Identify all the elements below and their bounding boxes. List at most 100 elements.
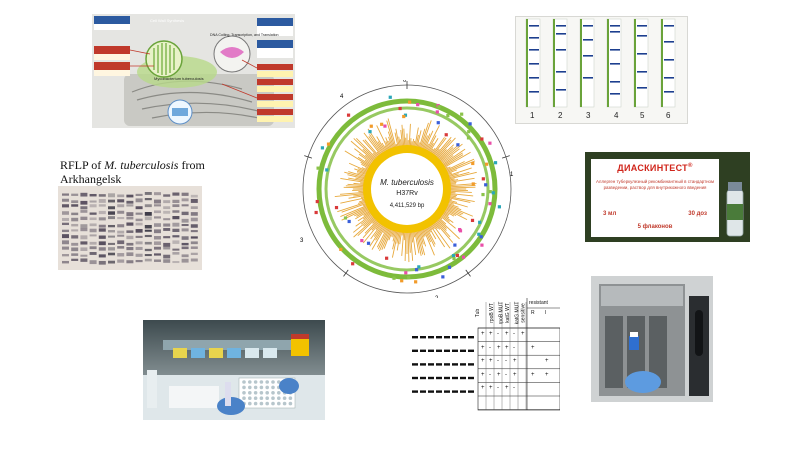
rflp-band <box>181 242 189 246</box>
rflp-band <box>108 193 115 198</box>
rflp-band <box>172 192 180 196</box>
rflp-band <box>190 230 198 233</box>
rflp-band <box>144 212 152 216</box>
genome-tick-3: 3 <box>300 238 304 244</box>
rflp-band <box>71 242 79 246</box>
rflp-band <box>108 235 115 238</box>
genome-feature-marker <box>447 265 452 269</box>
genome-feature-marker <box>402 114 406 119</box>
rflp-band <box>89 246 97 250</box>
genome-feature-marker <box>478 220 482 224</box>
genome-feature-marker <box>481 177 485 181</box>
genome-feature-marker <box>471 182 475 186</box>
genome-gc-spike <box>347 183 366 187</box>
genome-gc-spike <box>369 223 385 247</box>
genome-gc-spike <box>426 135 437 153</box>
genome-feature-marker <box>455 253 460 258</box>
table-cell: + <box>505 344 509 351</box>
rflp-caption-prefix: RFLP of <box>60 158 105 172</box>
rflp-band <box>62 254 69 257</box>
rflp-band <box>172 235 180 238</box>
genome-gc-spike <box>339 191 366 195</box>
table-bar <box>420 336 426 339</box>
genome-gc-spike <box>420 120 432 150</box>
rflp-band <box>71 253 79 256</box>
genome-gc-spike <box>376 226 389 248</box>
genome-gc-spike <box>418 229 424 245</box>
rflp-band <box>172 252 180 255</box>
table-bar <box>444 376 450 380</box>
rflp-band <box>154 223 161 227</box>
genome-gc-spike <box>343 186 366 189</box>
genome-gc-spike <box>387 118 397 149</box>
rflp-band <box>89 217 97 221</box>
genome-gc-spike <box>381 227 392 251</box>
table-bar <box>428 376 434 380</box>
genome-gc-spike <box>348 171 367 178</box>
genome-gc-spike <box>425 125 440 152</box>
genome-gc-spike <box>354 168 368 175</box>
genome-gc-spike <box>447 200 468 208</box>
genome-gc-spike <box>401 230 405 256</box>
genome-gc-spike <box>416 130 422 149</box>
gel-band <box>610 49 620 51</box>
table-bar <box>460 336 466 339</box>
genome-gc-spike <box>443 209 455 217</box>
genome-gc-spike <box>441 148 466 166</box>
genome-gc-spike <box>383 228 393 249</box>
table-cell: + <box>481 371 485 378</box>
plate-well <box>277 396 281 400</box>
genome-gc-spike <box>446 203 462 211</box>
genome-gc-spike <box>355 209 371 220</box>
table-bar <box>452 376 458 380</box>
genome-gc-spike <box>404 230 407 262</box>
rflp-band <box>80 247 88 251</box>
genome-feature-marker <box>380 122 384 126</box>
genome-gc-spike <box>395 128 400 148</box>
rflp-band <box>89 252 97 255</box>
genome-gc-spike <box>428 138 439 154</box>
table-resistant-cell: + <box>545 358 549 365</box>
genome-gc-spike <box>353 215 375 233</box>
rflp-band <box>126 252 134 257</box>
table-bar <box>436 336 442 339</box>
rflp-band <box>80 200 88 205</box>
gel-strip-edge <box>607 19 609 107</box>
genexpert-machine-photo <box>591 276 713 402</box>
table-cell: - <box>489 371 491 378</box>
rflp-band <box>62 193 69 196</box>
rflp-band <box>108 230 115 233</box>
rflp-band <box>98 254 106 258</box>
genome-gc-spike <box>433 136 452 158</box>
rflp-band <box>154 192 161 196</box>
genome-gc-spike <box>354 148 374 164</box>
genome-gc-spike <box>440 148 460 164</box>
genome-gc-spike <box>399 230 402 245</box>
genome-gc-spike <box>439 143 463 163</box>
rflp-band <box>98 260 106 265</box>
table-bar <box>428 390 434 393</box>
genome-gc-spike <box>340 197 367 204</box>
rflp-band <box>80 206 88 210</box>
rflp-band <box>144 258 152 262</box>
plate-well <box>248 380 252 384</box>
gel-band <box>637 53 647 55</box>
rflp-band <box>98 217 106 221</box>
rflp-band <box>89 228 97 233</box>
rflp-band <box>163 242 171 247</box>
genome-gc-spike <box>362 139 380 159</box>
genome-feature-marker <box>493 161 498 165</box>
genome-gc-spike <box>440 155 454 165</box>
rflp-band <box>135 253 143 257</box>
rflp-band <box>80 210 88 213</box>
lane-label: 1 <box>530 111 535 120</box>
table-bar <box>428 336 434 339</box>
rflp-band <box>126 212 134 217</box>
rflp-caption: RFLP of M. tuberculosis from Arkhangelsk <box>60 158 210 188</box>
gel-band <box>664 59 674 61</box>
table-cell: + <box>505 331 509 337</box>
gel-band <box>556 49 566 51</box>
table-bar <box>452 336 458 339</box>
genome-tick-mark <box>304 155 313 159</box>
rflp-band <box>117 199 125 203</box>
